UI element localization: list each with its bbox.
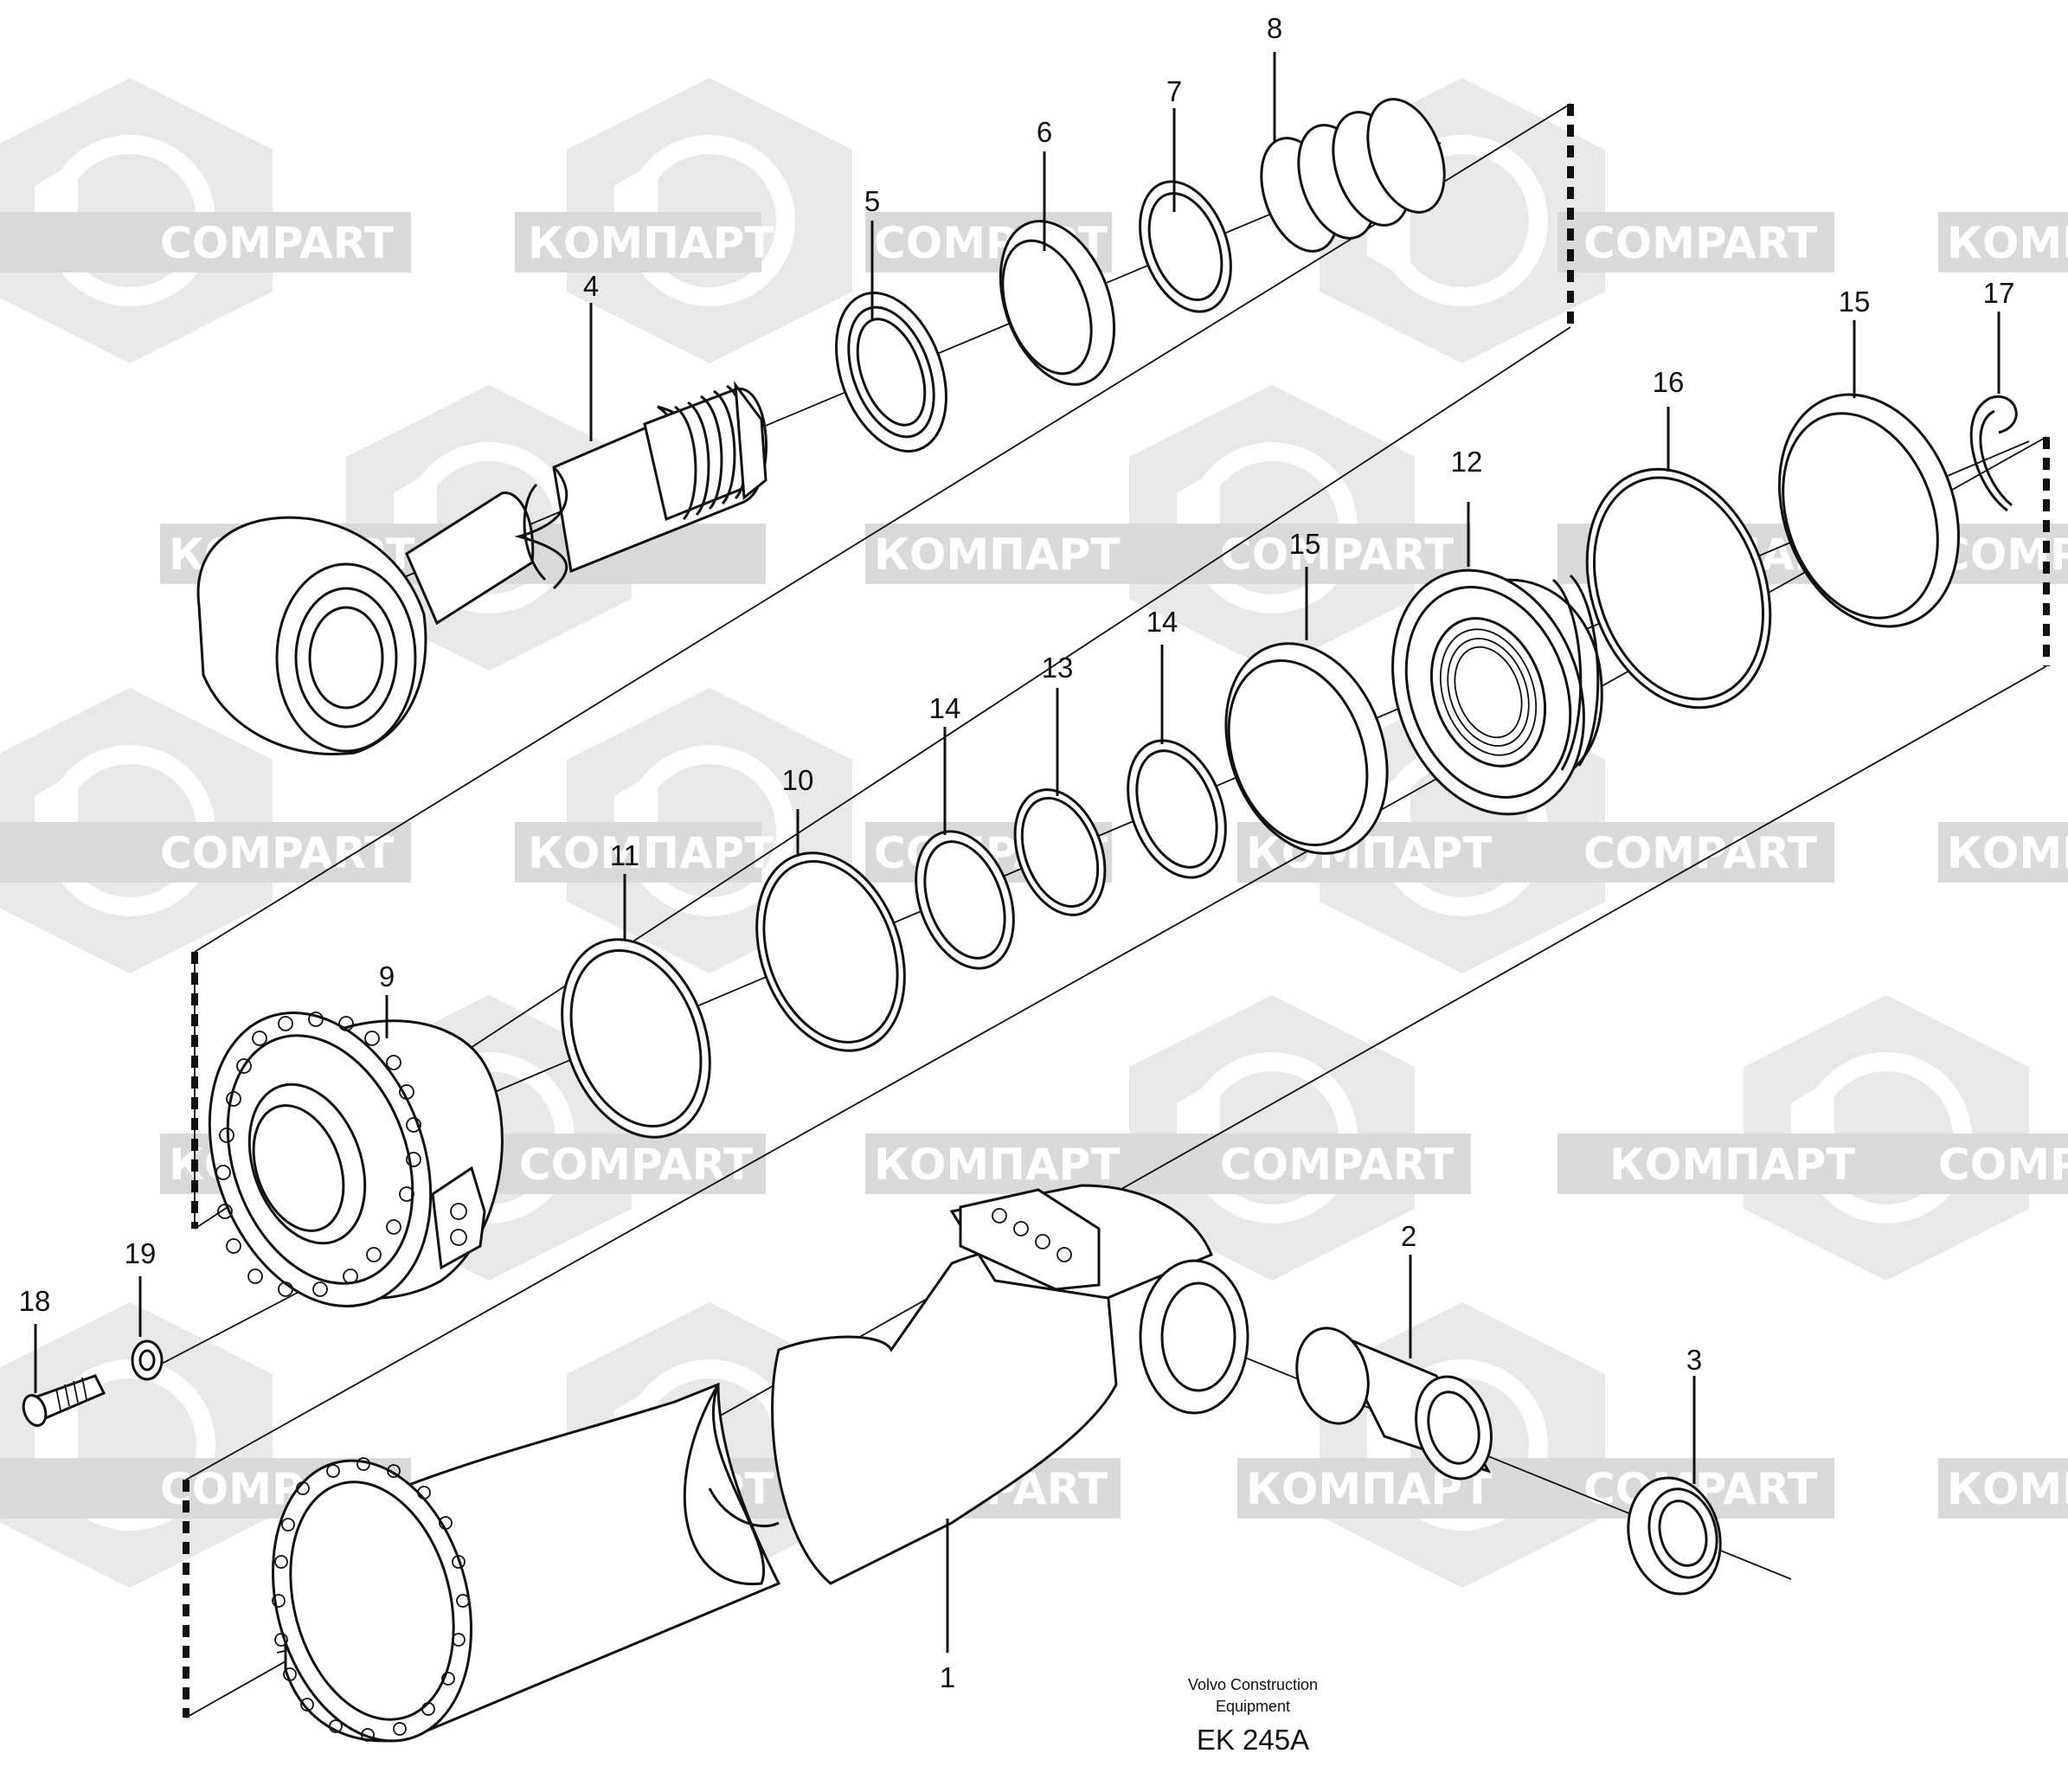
cylinder-tube — [271, 1184, 1249, 1743]
watermark-text: КОМПАРТ — [528, 218, 774, 268]
seal-16 — [1585, 467, 1772, 710]
figure-caption: Volvo Construction Equipment EK 245A — [1188, 1676, 1318, 1756]
watermark-text: КОМПАРТ — [1947, 218, 2068, 268]
callout-15-lower: 15 — [1289, 528, 1321, 560]
watermark-text: COMPART — [1220, 530, 1454, 580]
callout-8: 8 — [1267, 12, 1282, 44]
callout-7: 7 — [1166, 75, 1182, 107]
seal-11 — [561, 938, 711, 1139]
callout-17: 17 — [1983, 277, 2015, 309]
callout-15-upper: 15 — [1839, 286, 1871, 318]
watermark-text: COMPART — [1220, 1140, 1454, 1190]
guide-ring-15-lower — [1224, 642, 1389, 855]
callout-5: 5 — [864, 185, 880, 217]
leader-lines — [34, 52, 2001, 1653]
watermark-text: COMPART — [519, 1140, 753, 1190]
piston-rod — [196, 380, 767, 755]
rod-threads — [674, 384, 749, 521]
watermark-text: КОМПАРТ — [1609, 1140, 1855, 1190]
watermark-text: КОМПАРТ — [1947, 1464, 2068, 1514]
rod-seal-5 — [835, 292, 947, 453]
seal-13 — [1013, 788, 1107, 916]
watermark-text: COMPART — [1583, 828, 1817, 878]
callout-13: 13 — [1042, 652, 1074, 684]
piston — [1391, 568, 1603, 816]
tube-bolt-holes — [272, 1457, 470, 1742]
callout-11: 11 — [610, 839, 639, 871]
callout-2: 2 — [1401, 1220, 1416, 1252]
watermark-text: COMPART — [1583, 218, 1817, 268]
callout-16: 16 — [1653, 366, 1685, 398]
caption-manufacturer-line2: Equipment — [1216, 1698, 1290, 1715]
figure-code: EK 245A — [1197, 1724, 1309, 1756]
callout-4: 4 — [583, 270, 599, 302]
seal-14-lower — [915, 830, 1015, 970]
screw-18 — [22, 1374, 106, 1427]
callout-9: 9 — [379, 960, 395, 992]
rod-seal-8 — [1260, 98, 1446, 253]
seal-10 — [755, 851, 906, 1052]
watermark-text: COMPART — [1938, 1140, 2068, 1190]
callout-12: 12 — [1451, 446, 1483, 478]
head-bolt-holes — [215, 1012, 421, 1297]
caption-manufacturer-line1: Volvo Construction — [1188, 1676, 1318, 1693]
callout-14-lower: 14 — [929, 692, 961, 724]
callout-numbers: 1 2 3 4 5 6 7 8 9 10 11 12 13 14 14 15 1… — [19, 12, 2015, 1693]
watermark-text: COMPART — [160, 828, 394, 878]
guide-ring-15-upper — [1778, 393, 1960, 628]
lock-pin-17 — [1969, 395, 2018, 512]
cylinder-head — [208, 1012, 504, 1307]
bushing-2 — [1295, 1326, 1493, 1480]
seal-3 — [1627, 1476, 1722, 1596]
callout-1: 1 — [940, 1661, 955, 1693]
seal-14-upper — [1127, 739, 1227, 879]
watermark-text: COMPART — [160, 218, 394, 268]
watermark-text: КОМПАРТ — [874, 1140, 1120, 1190]
callout-6: 6 — [1037, 116, 1052, 148]
callout-3: 3 — [1686, 1344, 1702, 1376]
watermark-text: КОМПАРТ — [528, 828, 774, 878]
rod-seal-7 — [1139, 180, 1232, 313]
callout-14-upper: 14 — [1146, 606, 1179, 638]
watermark-text: КОМПАРТ — [874, 530, 1120, 580]
watermark-text: КОМПАРТ — [1947, 828, 2068, 878]
washer-19 — [131, 1339, 164, 1381]
callout-18: 18 — [19, 1285, 51, 1317]
callout-10: 10 — [782, 764, 814, 796]
callout-19: 19 — [125, 1237, 157, 1269]
rod-seal-6 — [999, 220, 1116, 386]
